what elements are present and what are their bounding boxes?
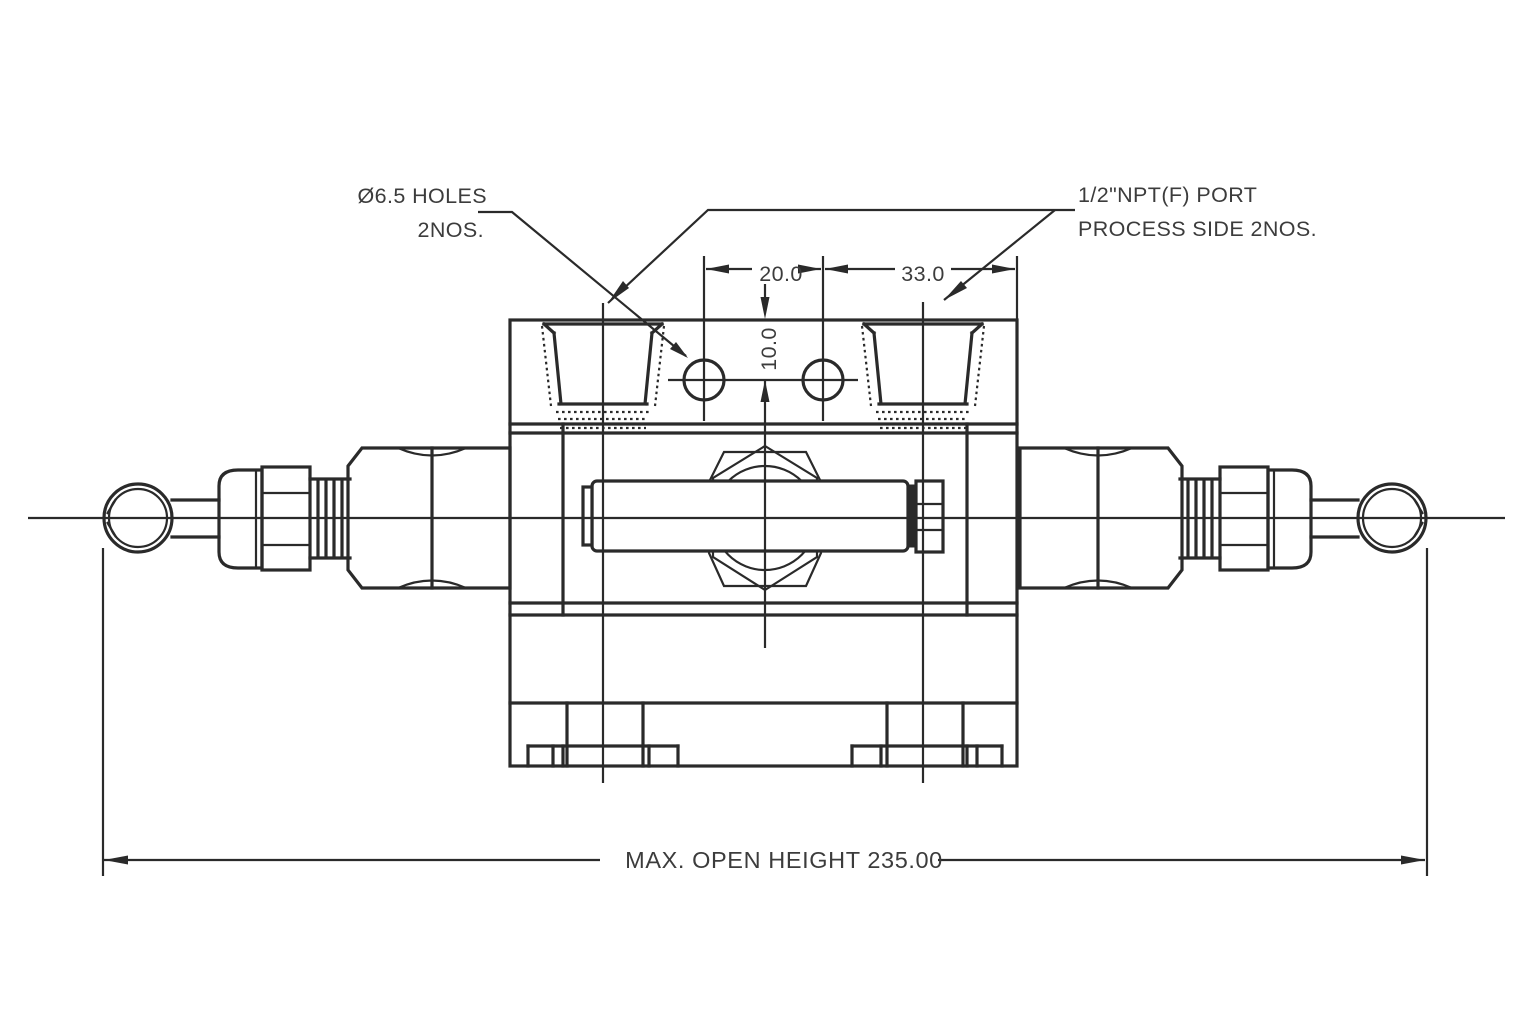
base-notches <box>526 744 1004 768</box>
port-label-line2: PROCESS SIDE 2NOS. <box>1078 217 1317 241</box>
dim-33-value: 33.0 <box>901 262 944 286</box>
centerlines <box>28 284 1505 783</box>
left-bonnet-facet-arcs <box>397 446 467 590</box>
port-centerlines <box>601 302 925 783</box>
dim-10-arrow-up <box>760 380 770 402</box>
left-handle-bar-chamfer <box>106 498 117 538</box>
port-leader-line-left-branch <box>607 208 1075 304</box>
dim-33-arrow-left <box>825 264 848 274</box>
left-packing-nut <box>217 468 264 570</box>
right-port-thread-dashed <box>860 325 986 407</box>
max-height-arrow-left <box>104 855 128 865</box>
left-bonnet-hex <box>346 446 512 590</box>
right-stem <box>1309 498 1360 539</box>
hole-centerlines-vertical <box>702 256 825 421</box>
port-label-line1: 1/2"NPT(F) PORT <box>1078 183 1257 207</box>
right-handle-bar-chamfer <box>1413 498 1424 538</box>
hole-leader-arrow <box>670 342 688 358</box>
right-packing-nut <box>1266 468 1313 570</box>
mounting-base <box>526 701 1004 768</box>
dimension-hole-to-edge: 33.0 <box>825 256 1019 333</box>
center-vent-valve <box>581 444 945 592</box>
left-lock-hex-facets <box>262 491 310 547</box>
right-lock-hex-facets <box>1220 491 1268 547</box>
dimension-max-open-height: MAX. OPEN HEIGHT 235.00 <box>101 548 1429 876</box>
max-height-arrow-right <box>1401 855 1425 865</box>
dim-10-value: 10.0 <box>757 327 781 370</box>
tbar-end-hex-facets <box>916 502 943 532</box>
hole-leader-line <box>478 210 687 357</box>
right-bonnet-hex <box>1018 446 1184 590</box>
body-inner-edges <box>561 422 969 617</box>
mounting-holes <box>668 256 858 421</box>
base-legs <box>565 701 965 768</box>
tbar-left-cap <box>581 485 594 547</box>
dim-20-arrow-right <box>798 264 821 274</box>
leader-port-label: 1/2"NPT(F) PORT PROCESS SIDE 2NOS. <box>607 183 1317 304</box>
tbar-cylinder <box>590 479 910 553</box>
hole-label-line2: 2NOS. <box>417 218 484 242</box>
port-leader-arrow-right <box>944 281 967 300</box>
body-section-lines <box>508 422 1019 705</box>
tbar-end-hex <box>914 479 945 554</box>
right-bonnet-facet-arcs <box>1063 446 1133 590</box>
dim-10-arrow-down <box>760 297 770 319</box>
max-height-extension-lines <box>101 548 1429 876</box>
hole-label-line1: Ø6.5 HOLES <box>358 184 487 208</box>
max-height-value: MAX. OPEN HEIGHT 235.00 <box>625 847 943 873</box>
leader-hole-label: Ø6.5 HOLES 2NOS. <box>358 184 688 358</box>
dimension-hole-offset: 10.0 <box>757 297 781 402</box>
port-leader-arrow-left <box>608 281 629 303</box>
left-stem <box>170 498 221 539</box>
dimension-hole-pitch: 20.0 <box>706 262 821 286</box>
left-port-thread-dashed <box>540 325 666 407</box>
dim-20-arrow-left <box>706 264 729 274</box>
left-port <box>540 321 666 430</box>
dim-33-arrow-right <box>992 264 1015 274</box>
dim-20-value: 20.0 <box>759 262 802 286</box>
